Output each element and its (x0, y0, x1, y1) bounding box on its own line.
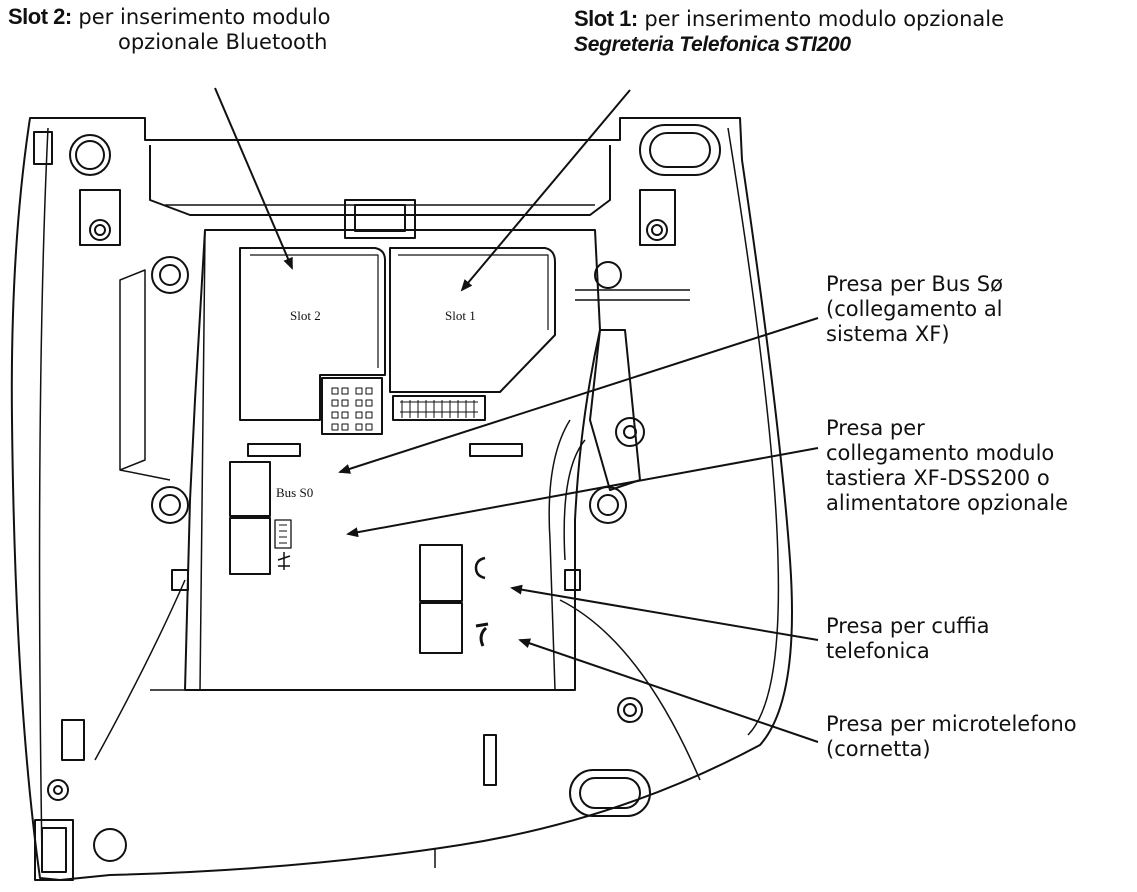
callout-bus-line: (collegamento al (826, 297, 1003, 321)
callout-dss-line: tastiera XF-DSS200 o (826, 466, 1050, 490)
callout-bus-line: sistema XF) (826, 322, 950, 346)
handset-jack (419, 602, 463, 654)
slot2-compartment (239, 247, 386, 421)
center-latch (344, 199, 416, 239)
bus-s0-jack-upper (229, 461, 271, 517)
housing-outline (10, 117, 793, 881)
slot1-compartment (389, 247, 556, 393)
arrow-bus (338, 317, 819, 474)
callout-slot2-head: Slot 2: (8, 4, 72, 29)
arrow-slot2 (214, 87, 293, 270)
callout-bus: Presa per Bus Sø (collegamento al sistem… (826, 272, 1003, 347)
callout-dss-line: alimentatore opzionale (826, 491, 1068, 515)
inner-panel (184, 229, 601, 691)
power-plug-icon (277, 552, 291, 570)
callout-handset: Presa per microtelefono (cornetta) (826, 712, 1077, 762)
arrow-dss (346, 447, 819, 538)
callout-slot1-head: Slot 1: (574, 6, 638, 31)
callout-slot2: Slot 2: per inserimento modulo (8, 4, 331, 30)
arrow-handset (518, 638, 819, 743)
callout-handset-line: Presa per microtelefono (826, 712, 1077, 736)
bus-s0-board-label: Bus S0 (276, 485, 313, 500)
callout-slot2-line2: opzionale Bluetooth (118, 30, 328, 54)
arrow-headset (510, 584, 819, 641)
callout-bus-line: Presa per Bus Sø (826, 272, 1003, 296)
callout-headset-line: telefonica (826, 639, 930, 663)
handset-icon (475, 622, 489, 647)
dss-port (274, 519, 292, 549)
callout-slot1-line1: per inserimento modulo opzionale (644, 7, 1005, 31)
callout-slot2-line1: per inserimento modulo (78, 5, 331, 29)
headset-icon (474, 556, 486, 580)
slot1-board-label: Slot 1 (445, 308, 476, 323)
slot2-connector (321, 377, 383, 435)
callout-dss: Presa per collegamento modulo tastiera X… (826, 416, 1068, 516)
callout-slot1-line2: Segreteria Telefonica STI200 (574, 33, 851, 56)
callout-dss-line: collegamento modulo (826, 441, 1055, 465)
callout-dss-line: Presa per (826, 416, 925, 440)
callout-slot1: Slot 1: per inserimento modulo opzionale (574, 6, 1004, 32)
arrow-slot1 (460, 89, 631, 292)
bus-s0-jack-lower (229, 517, 271, 575)
callout-handset-line: (cornetta) (826, 737, 931, 761)
headset-jack (419, 544, 463, 602)
slot2-board-label: Slot 2 (290, 308, 321, 323)
leader-arrows (214, 87, 819, 743)
callout-headset: Presa per cuffia telefonica (826, 614, 989, 664)
callout-headset-line: Presa per cuffia (826, 614, 990, 638)
slot1-connector (392, 395, 486, 421)
